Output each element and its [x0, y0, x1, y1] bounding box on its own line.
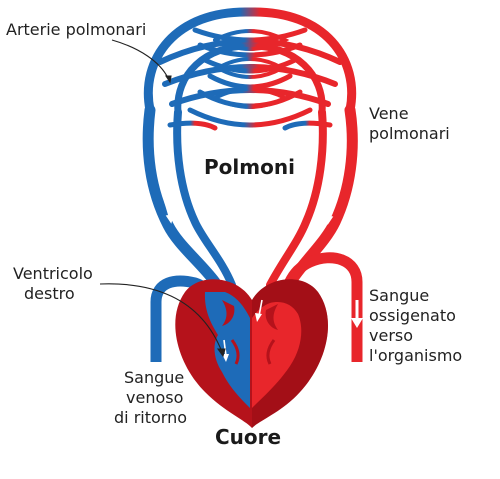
aorta-arrow — [351, 300, 363, 328]
leader-arterie-polmonari — [111, 39, 169, 79]
label-sangue-venoso-3: di ritorno — [114, 408, 187, 427]
pulmonary-artery — [142, 104, 236, 289]
label-sangue-ossigenato-4: l'organismo — [369, 346, 463, 365]
label-sangue-venoso-1: Sangue — [124, 368, 185, 387]
left-ventricle — [252, 302, 302, 408]
right-ventricle — [204, 292, 250, 408]
label-polmoni: Polmoni — [204, 155, 295, 179]
label-ventricolo-destro-2: destro — [24, 284, 75, 303]
leader-ventricolo-destro — [99, 283, 223, 353]
label-sangue-ossigenato-2: ossigenato — [369, 306, 456, 325]
label-vene-polmonari-2: polmonari — [369, 124, 450, 143]
label-cuore: Cuore — [215, 425, 282, 449]
leader-lines — [99, 39, 226, 358]
flow-arrows — [164, 201, 335, 225]
label-ventricolo-destro-1: Ventricolo — [13, 264, 93, 283]
heart — [175, 279, 329, 428]
label-vene-polmonari-1: Vene — [369, 104, 409, 123]
lung-capillary-network — [143, 7, 357, 131]
label-sangue-venoso-2: venoso — [126, 388, 184, 407]
label-sangue-ossigenato-1: Sangue — [369, 286, 430, 305]
label-sangue-ossigenato-3: verso — [369, 326, 414, 345]
label-arterie-polmonari: Arterie polmonari — [6, 20, 147, 39]
